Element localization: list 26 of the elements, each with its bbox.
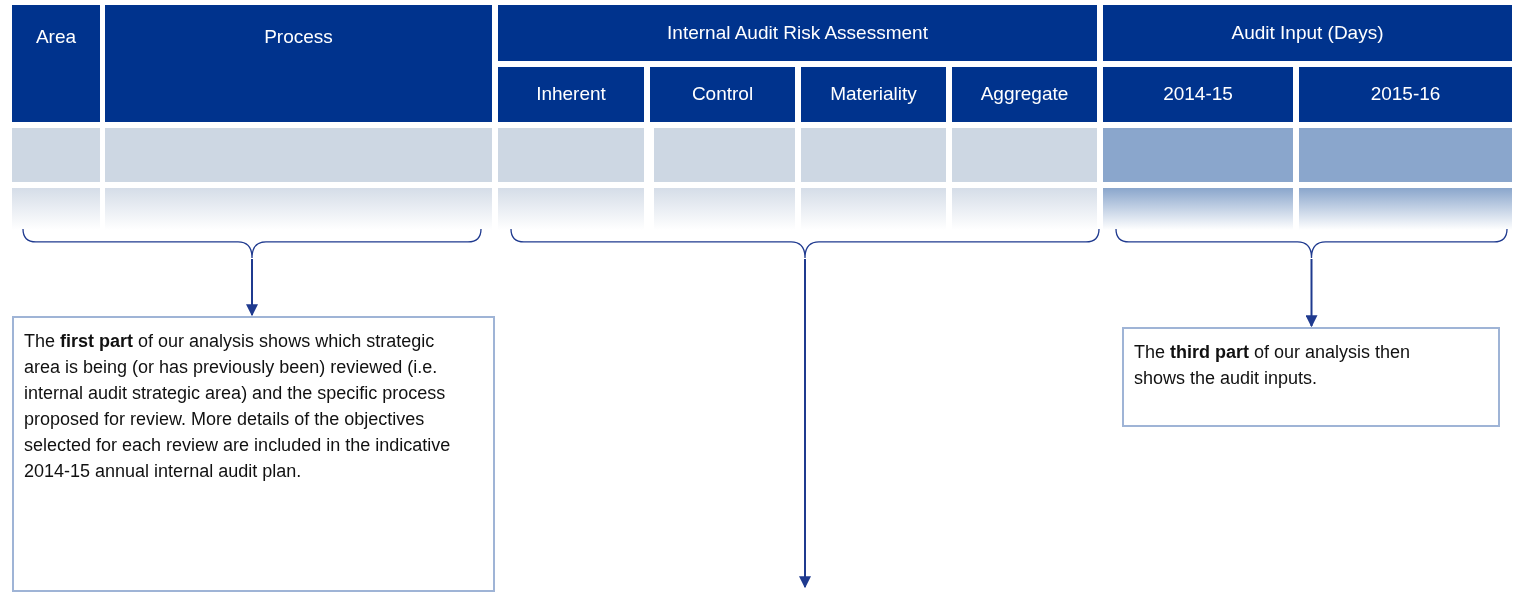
header-cell: Materiality <box>801 67 946 122</box>
table-cell <box>1103 128 1293 230</box>
table-cell <box>12 128 100 230</box>
header-cell: Internal Audit Risk Assessment <box>498 5 1097 61</box>
header-cell: Aggregate <box>952 67 1097 122</box>
note-box: The third part of our analysis then shows the audit inputs. <box>1122 327 1500 427</box>
curly-brace <box>22 228 482 259</box>
header-cell: Audit Input (Days) <box>1103 5 1512 61</box>
header-cell: Area <box>12 5 100 122</box>
arrow <box>1305 258 1318 328</box>
header-cell: 2014-15 <box>1103 67 1293 122</box>
table-cell <box>498 128 644 230</box>
header-cell: Inherent <box>498 67 644 122</box>
header-cell: 2015-16 <box>1299 67 1512 122</box>
header-cell: Control <box>650 67 795 122</box>
curly-brace <box>1115 228 1508 259</box>
arrow <box>246 258 258 317</box>
table-cell <box>105 128 492 230</box>
header-cell: Process <box>105 5 492 122</box>
table-cell <box>952 128 1097 230</box>
table-cell <box>654 128 795 230</box>
table-cell <box>1299 128 1512 230</box>
note-box: The first part of our analysis shows which strategic area is being (or has previously been) reviewed (i.e. internal audit strategic area) and the specific process proposed for review. More details of the objectives selected for each review are included in the indicative 2014-15 annual internal audit plan. <box>12 316 495 592</box>
table-cell <box>801 128 946 230</box>
arrow <box>799 258 811 589</box>
curly-brace <box>510 228 1100 259</box>
